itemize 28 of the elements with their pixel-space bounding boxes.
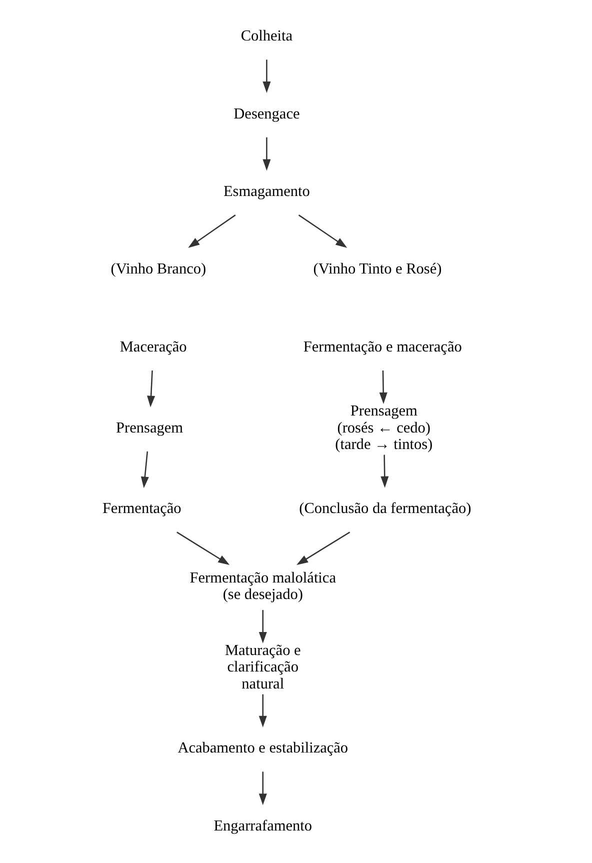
arrow [262, 137, 271, 171]
arrow [258, 694, 267, 728]
arrow [140, 451, 149, 488]
node-text: Esmagamento [223, 182, 310, 200]
node-text: (Conclusão da fermentação) [299, 500, 472, 518]
node-text: Maceração [120, 338, 187, 356]
node-text: (Vinho Tinto e Rosé) [313, 260, 442, 278]
node-text: (Vinho Branco) [110, 260, 206, 278]
arrow [188, 214, 236, 248]
arrow [298, 214, 348, 248]
node-text: Colheita [240, 28, 293, 45]
arrow [147, 370, 156, 408]
node-text: Fermentação e maceração [303, 338, 462, 356]
arrow [379, 370, 388, 404]
arrow [258, 772, 267, 806]
node-text: Fermentação [102, 500, 182, 518]
node-text: Engarrafamento [214, 817, 312, 834]
arrow [258, 610, 267, 644]
node-text: Maturação e clarificação natural [224, 642, 301, 692]
node-text: Fermentação malolática (se desejado) [190, 570, 336, 604]
node-text: Prensagem [116, 419, 184, 436]
node-text: Prensagem (rosés ← cedo) (tarde → tintos) [335, 402, 433, 453]
node-text: Acabamento e estabilização [178, 740, 348, 757]
node-text: Desengace [234, 105, 300, 122]
arrow [262, 60, 271, 94]
arrow [296, 532, 350, 565]
arrow [380, 454, 389, 488]
arrow [176, 532, 230, 565]
